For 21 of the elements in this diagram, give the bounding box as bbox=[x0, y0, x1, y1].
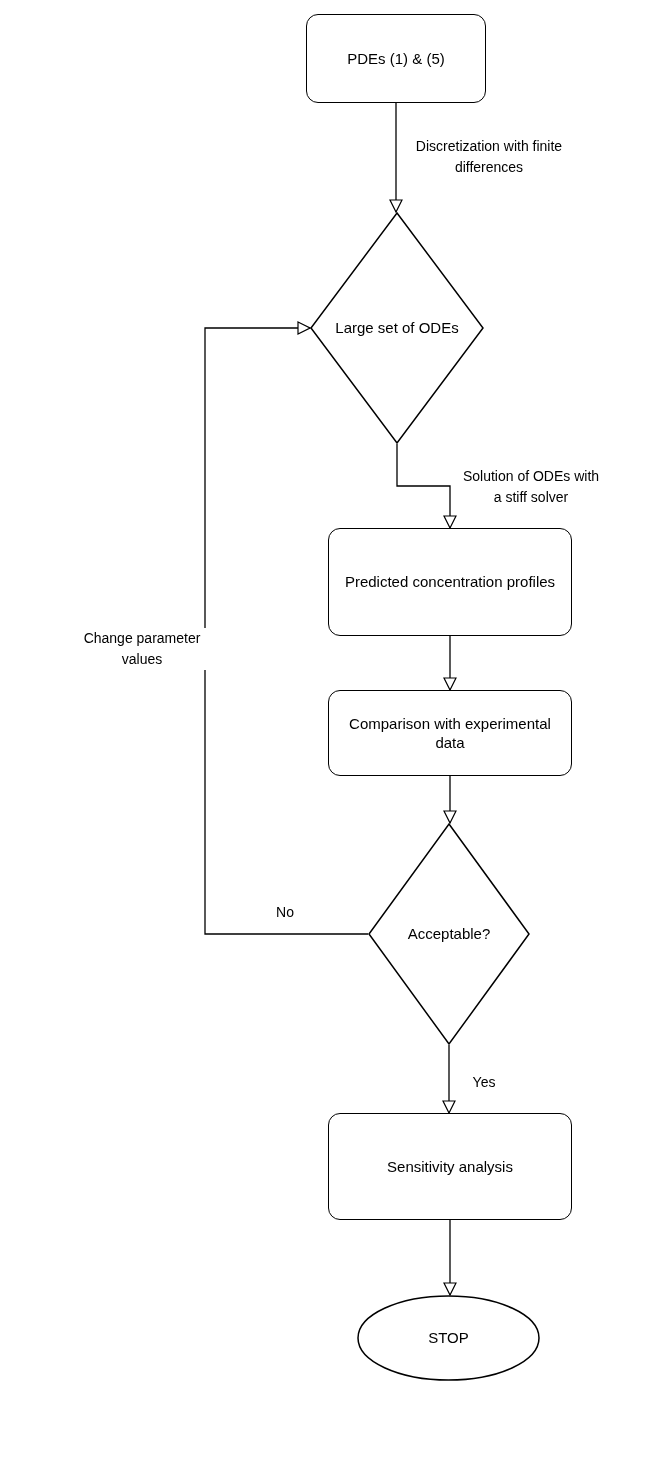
node-text: Comparison with experimental data bbox=[348, 713, 552, 753]
node-text: Large set of ODEs bbox=[335, 318, 459, 338]
arrow bbox=[396, 443, 457, 529]
process-box bbox=[328, 690, 572, 776]
decision-diamond bbox=[368, 823, 530, 1045]
process-box bbox=[306, 14, 486, 103]
process-box bbox=[328, 1113, 572, 1220]
arrow bbox=[443, 1219, 457, 1296]
arrow bbox=[389, 102, 403, 213]
arrow bbox=[442, 1044, 456, 1114]
arrow bbox=[204, 321, 369, 935]
arrow bbox=[443, 635, 457, 691]
node-text: Predicted concentration profiles bbox=[344, 572, 556, 592]
decision-diamond bbox=[310, 212, 484, 444]
node-text: Acceptable? bbox=[407, 924, 491, 944]
node-text: PDEs (1) & (5) bbox=[347, 48, 445, 69]
node-text: Sensitivity analysis bbox=[387, 1156, 513, 1177]
node-text: STOP bbox=[428, 1328, 469, 1348]
arrow bbox=[443, 775, 457, 824]
process-box bbox=[328, 528, 572, 636]
terminal-ellipse bbox=[357, 1295, 540, 1381]
